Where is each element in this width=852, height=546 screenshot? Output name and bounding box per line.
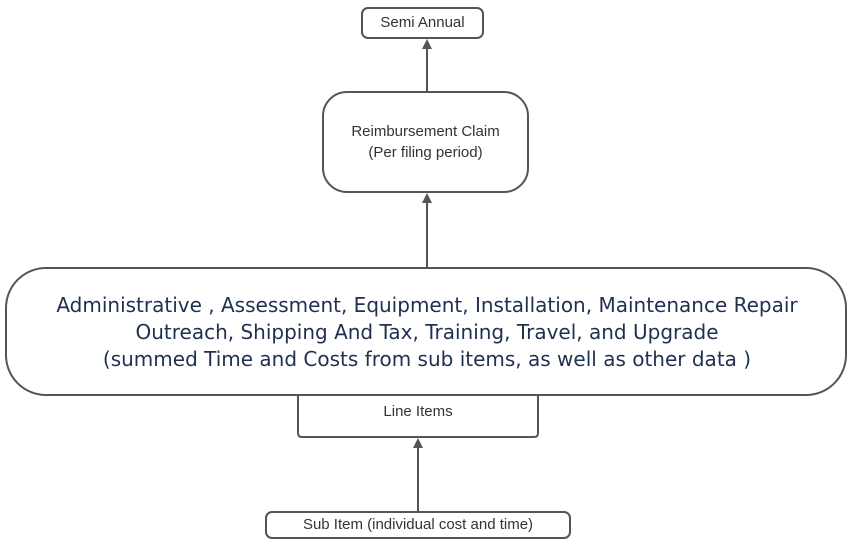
line-items-group-box <box>5 267 847 396</box>
sub-item-label: Sub Item (individual cost and time) <box>303 516 533 533</box>
line-items-group-node: Administrative , Assessment, Equipment, … <box>5 267 847 396</box>
reimbursement-claim-node: Reimbursement Claim (Per filing period) <box>322 91 529 193</box>
line-items-tab-box <box>297 395 539 438</box>
line-items-tab-label: Line Items <box>383 403 452 420</box>
line-items-group-line2: Outreach, Shipping And Tax, Training, Tr… <box>135 320 718 344</box>
reimbursement-claim-box <box>322 91 529 193</box>
sub-item-box <box>265 511 571 539</box>
semi-annual-box <box>361 7 484 39</box>
sub-item-node: Sub Item (individual cost and time) <box>265 511 571 539</box>
semi-annual-node: Semi Annual <box>361 7 484 39</box>
line-items-tab-node: Line Items <box>297 395 539 438</box>
line-items-group-line3: (summed Time and Costs from sub items, a… <box>103 347 751 371</box>
reimbursement-claim-subtitle: (Per filing period) <box>368 144 482 161</box>
semi-annual-label: Semi Annual <box>380 14 464 31</box>
reimbursement-claim-title: Reimbursement Claim <box>351 123 499 140</box>
line-items-group-line1: Administrative , Assessment, Equipment, … <box>56 293 798 317</box>
